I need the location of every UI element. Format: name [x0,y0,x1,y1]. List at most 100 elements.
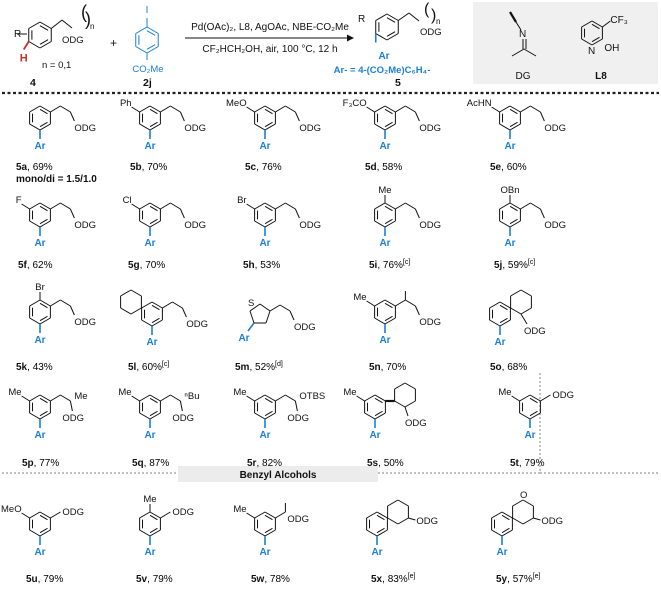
compound-label-5w: 5w, 78% [251,574,290,585]
compound-label-5r: 5r, 82% [247,458,282,469]
chain-bond [160,105,171,113]
odg-label: ODG [405,418,427,429]
sm-ring-double-bond [39,39,49,45]
ring-5v-bond [149,529,161,537]
compound-footnote: [c] [162,361,169,368]
odg-label: ODG [62,35,84,46]
chain-bond [395,202,406,210]
ring-5a-bond [39,105,51,113]
substituent-5f: F [16,195,22,206]
ring-5o-double-bond [499,317,508,324]
ring-5e-double-bond [509,108,518,115]
ring-5y-double-bond [501,527,510,534]
product-compound-label: 5 [395,77,401,89]
chain-bond [69,400,73,412]
ring-5f-bond [39,220,51,228]
sub-bond [356,395,365,402]
ring-5g-double-bond [149,205,158,212]
odg-label: ODG [62,507,84,518]
chain-bond [69,305,75,316]
ring-5c-double-bond [264,108,273,115]
chain-bond [530,202,541,210]
chain-bond [294,208,300,219]
compound-id: 5o [490,362,502,373]
ring-5a-bond [39,123,51,131]
substituent-5g: Cl [123,195,132,206]
ring-5w-double-bond [264,514,273,521]
odg-label: ODG [420,27,442,38]
ring-5s-bond [374,412,386,420]
compound-label-5s: 5s, 50% [367,458,404,469]
chain-bond [60,105,71,113]
chain-bond [69,111,75,122]
ring-5p-double-bond [39,410,48,417]
substituent-5e: AcHN [467,98,492,109]
fused-ring-bond [522,517,534,525]
ar-label: Ar [379,335,390,346]
ring-5n-bond [384,317,396,325]
compound-yield: 76% [383,260,403,271]
ring-5s-double-bond [374,397,383,404]
reagent-ring-bond [146,46,159,54]
chain-bond [60,202,71,210]
substituent-5p: Me [8,387,21,398]
ring-5w-bond [254,511,266,519]
odg-label: ODG [419,123,441,134]
ring-5x-bond [366,511,378,519]
chain-bond [172,301,183,309]
compound-label-5o: 5o, 68% [490,362,527,373]
dg-label: DG [516,71,531,82]
naphthyl-bond [120,289,132,297]
ar-label: Ar [238,333,249,344]
ring-5q-bond [149,412,161,420]
ar-label: Ar [259,547,270,558]
ring-5r-double-bond [264,397,273,404]
ligand-ring-bond [581,20,593,28]
substituent-5w: Me [233,504,246,515]
sm-compound-label: 4 [30,77,36,89]
chain-bond [414,208,420,219]
sub-bond [21,512,30,519]
chain-bond [275,511,286,519]
chain-bond [69,208,75,219]
compound-yield: 60% [507,162,527,173]
ar-label: Ar [34,547,45,558]
ring-5t-bond [529,394,541,402]
ring-5i-bond [374,220,386,228]
compound-yield: 50% [384,458,404,469]
compound-yield: 83% [388,574,408,585]
ring-5t-double-bond [529,410,538,417]
ar-label: Ar [494,337,505,348]
sm-h-bond [22,41,30,50]
ring-5v-bond [139,511,151,519]
sm-note: n = 0,1 [42,60,71,71]
odg-label: ODG [184,123,206,134]
ring-5g-bond [149,202,161,210]
ring-5t-bond [519,394,531,402]
chain-bond [405,105,416,113]
ring-5e-bond [499,123,511,131]
ring-5i-double-bond [384,205,393,212]
reaction-arrow-head [347,34,354,42]
ring-5y-bond [501,511,513,519]
chain-bond [60,299,71,307]
sub-bond [131,395,140,402]
ligand-ring-bond [581,38,593,46]
ring-5j-bond [499,202,511,210]
chain-bond [414,305,420,316]
ring-5f-bond [29,202,41,210]
ar-label: Ar [144,141,155,152]
ar-label: Ar [34,141,45,152]
ring-5u-bond [29,529,41,537]
ring-5p-bond [29,394,41,402]
chain-bond [179,400,183,412]
ring-5o-bond [499,301,511,309]
ring-5l-double-bond [151,317,160,324]
ring-5p-bond [39,412,51,420]
chain-bond [279,304,291,312]
chain-bond [275,394,286,402]
sm-h-atom: H [20,53,28,65]
naphthyl-bond [120,307,132,315]
odg-label: ODG [74,317,96,328]
ring-5g-bond [149,220,161,228]
